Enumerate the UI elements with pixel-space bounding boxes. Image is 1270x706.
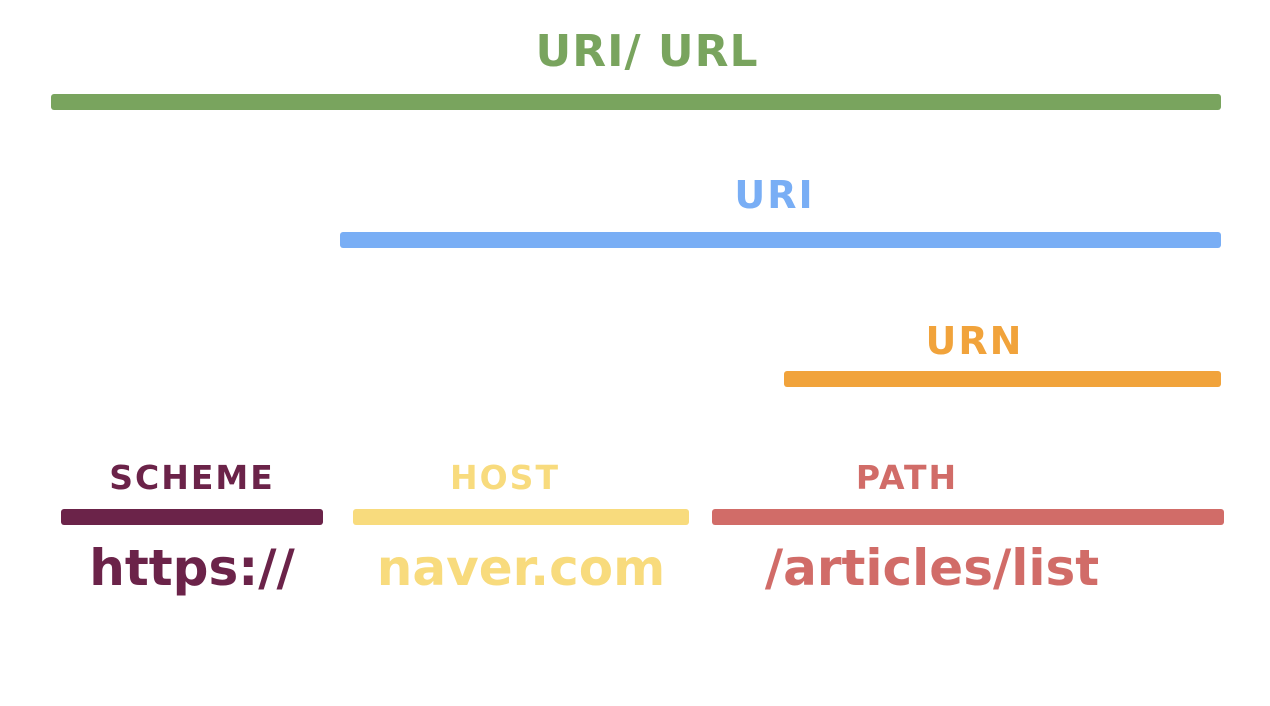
urn-span-bar (784, 371, 1221, 387)
path-label: PATH (855, 458, 959, 497)
uri-url-title: URI/ URL (535, 26, 759, 77)
path-underline-bar (712, 509, 1224, 525)
host-label: HOST (450, 458, 560, 497)
uri-url-span-bar (51, 94, 1221, 110)
scheme-underline-bar (61, 509, 323, 525)
path-example-value: /articles/list (764, 539, 1100, 597)
uri-label: URI (734, 173, 815, 217)
uri-span-bar (340, 232, 1221, 248)
urn-label: URN (925, 319, 1024, 363)
host-underline-bar (353, 509, 689, 525)
scheme-label: SCHEME (109, 458, 275, 497)
host-example-value: naver.com (376, 539, 666, 597)
scheme-example-value: https:// (89, 539, 295, 597)
